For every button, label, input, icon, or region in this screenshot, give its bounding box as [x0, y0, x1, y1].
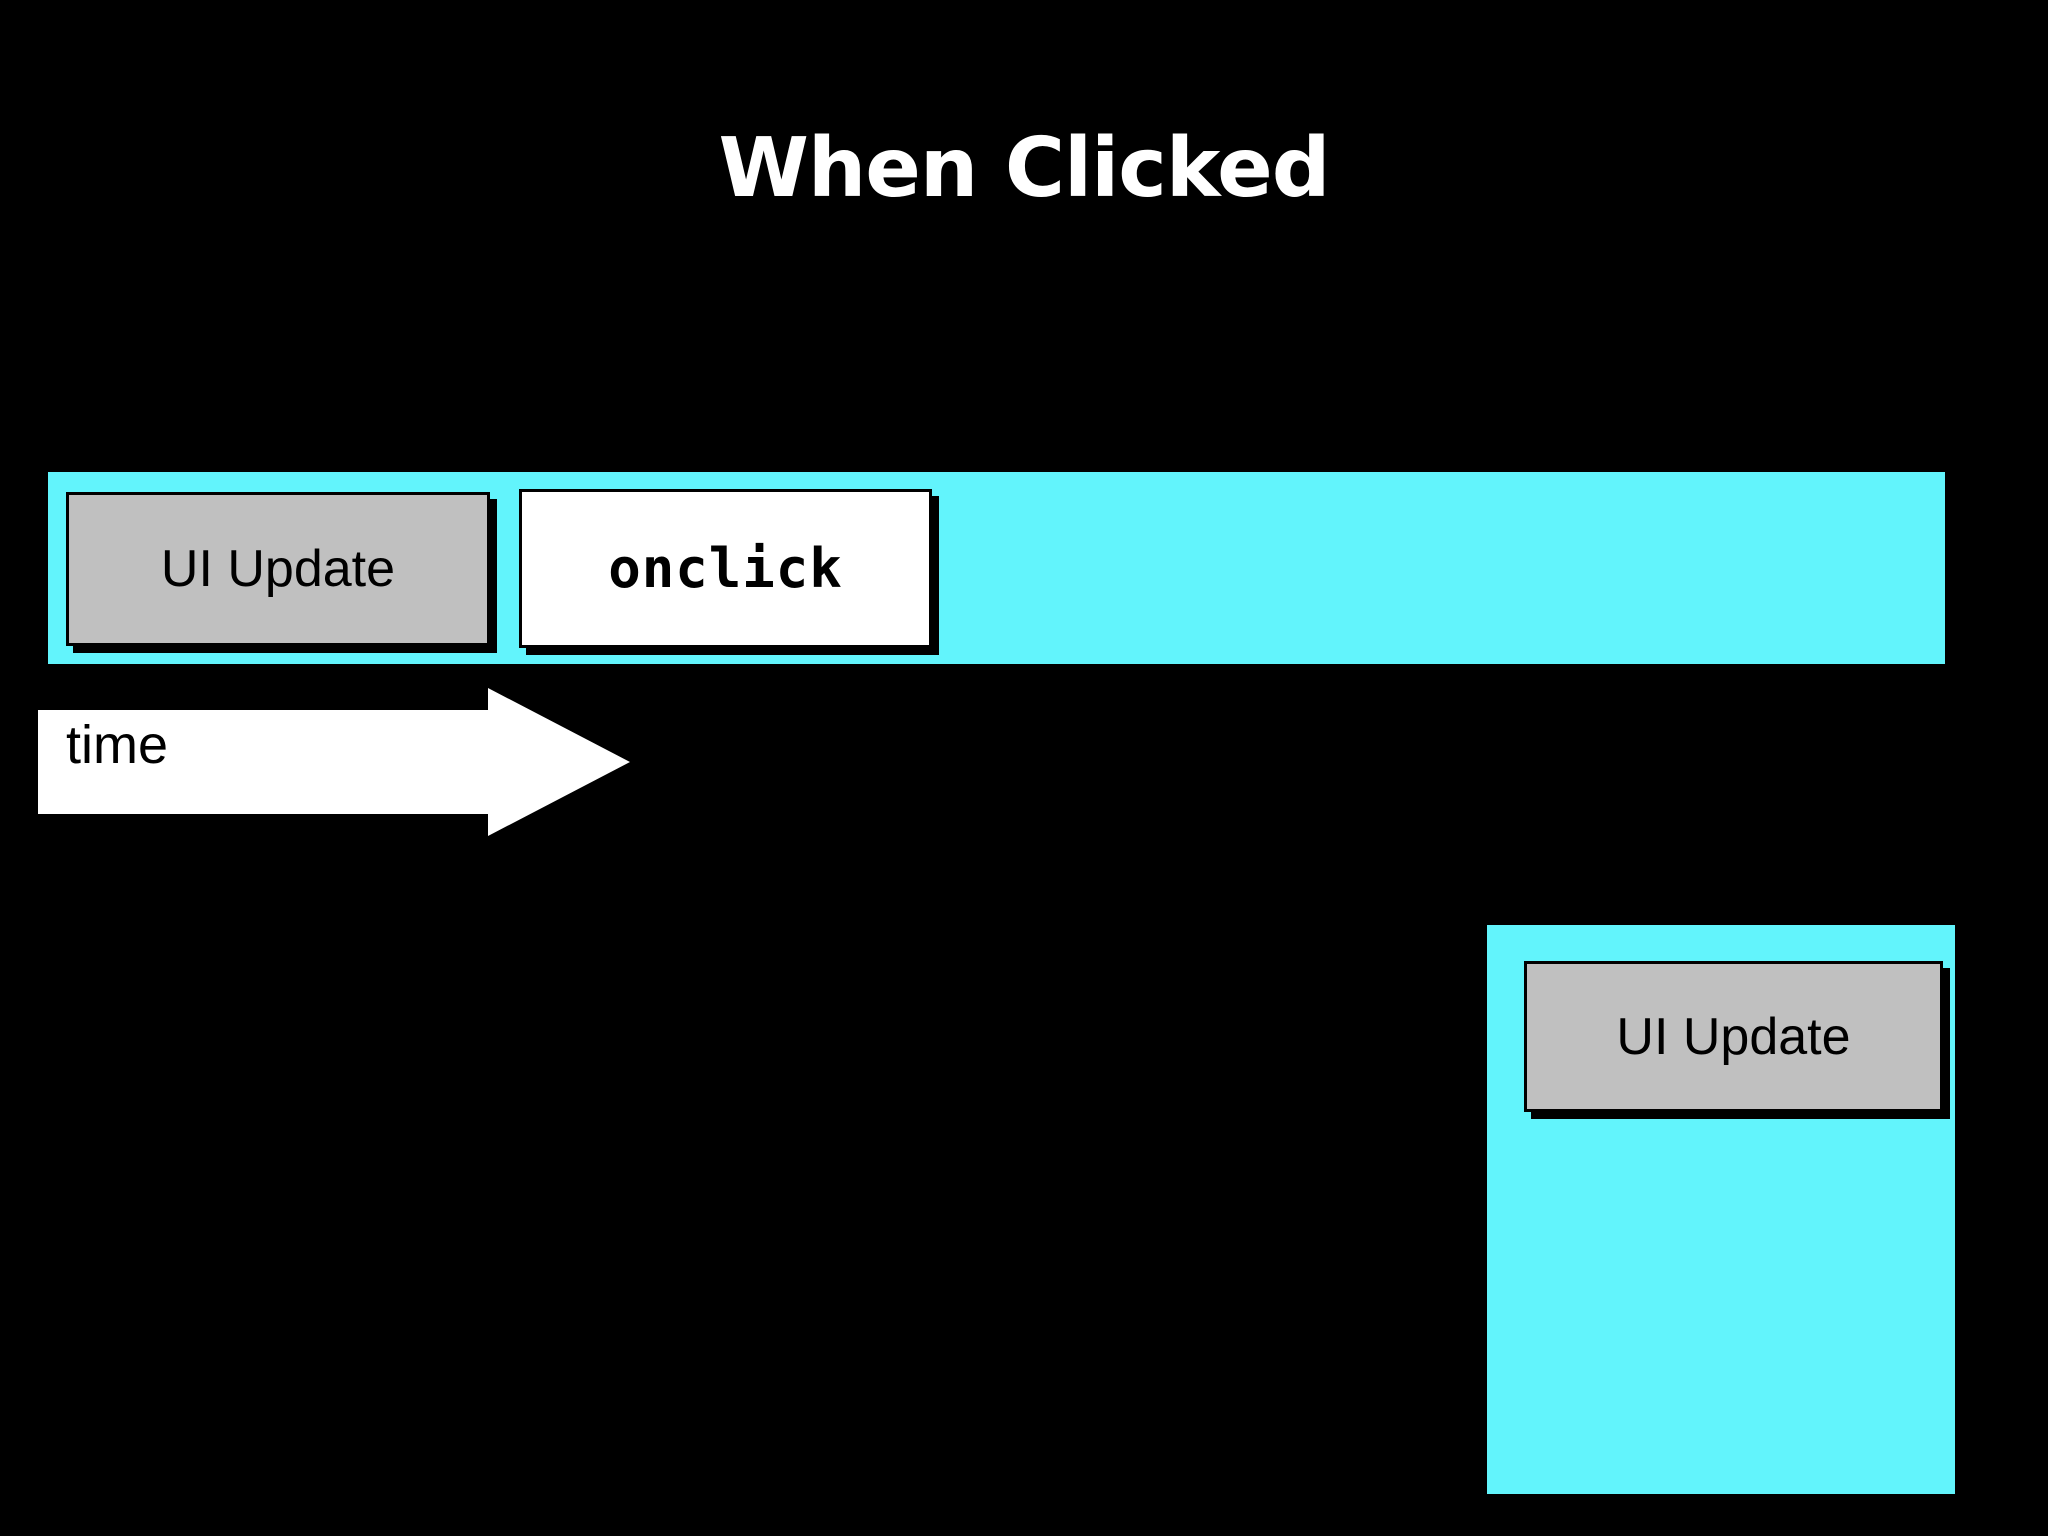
timeline-block-onclick-label: onclick [608, 537, 843, 600]
time-axis-arrow [38, 688, 728, 836]
page-title: When Clicked [718, 121, 1330, 216]
timeline-block-ui-update[interactable]: UI Update [66, 492, 490, 646]
timeline-block-ui-update-label: UI Update [160, 540, 396, 598]
detail-block-ui-update[interactable]: UI Update [1524, 961, 1943, 1112]
time-arrow-icon [38, 688, 630, 836]
detail-block-ui-update-label: UI Update [1616, 1007, 1851, 1066]
timeline-block-onclick[interactable]: onclick [519, 489, 932, 648]
time-axis-label: time [66, 715, 169, 775]
